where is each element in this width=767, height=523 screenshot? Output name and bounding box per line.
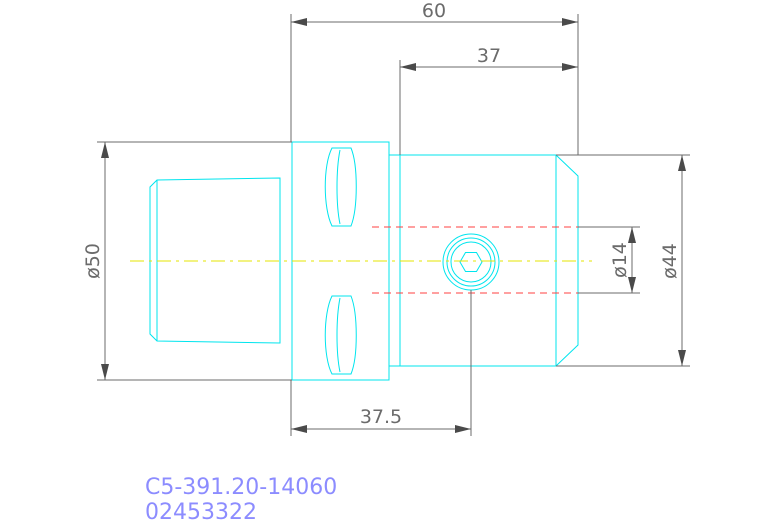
dimension-overall-length: 60 [290,0,579,155]
set-screw-inner [450,241,492,283]
drive-slot-bottom [324,295,357,375]
drive-slot-top-inner [336,149,341,225]
dimension-body-length-value: 37 [477,45,501,67]
dimension-hole-position-value: 37.5 [360,406,402,428]
dimension-body-diameter: ø44 [556,154,690,367]
dimension-overall-length-value: 60 [422,0,446,22]
set-screw-mid [446,237,496,287]
drive-slot-top [324,147,357,227]
body [389,154,579,367]
drive-slot-bottom-inner [336,297,341,373]
dimension-flange-diameter-value: ø50 [82,243,104,279]
dimension-bore-diameter-value: ø14 [609,242,631,278]
dimension-flange-diameter: ø50 [82,141,292,381]
dimension-body-length: 37 [399,45,578,155]
dimension-body-diameter-value: ø44 [659,243,681,279]
order-code-label: 02453322 [145,500,257,523]
dimension-bore-diameter: ø14 [578,226,640,294]
hex-socket [459,252,483,272]
dimension-hole-position: 37.5 [290,290,472,436]
part-number-label: C5-391.20-14060 [145,475,337,500]
